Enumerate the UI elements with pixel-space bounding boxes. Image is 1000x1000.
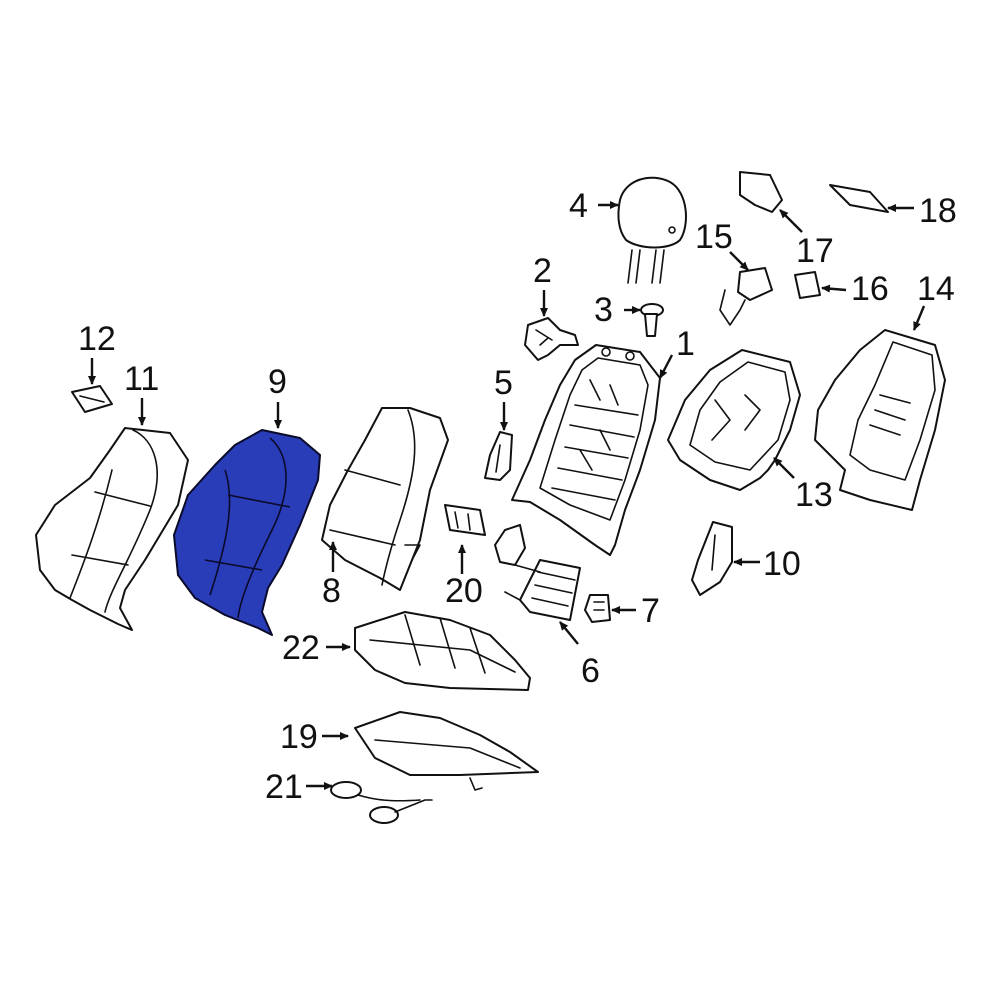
callout-17: 17	[796, 232, 834, 270]
part-22-seat-cushion[interactable]	[354, 611, 531, 691]
callout-arrows	[88, 201, 926, 790]
callout-13: 13	[795, 476, 833, 514]
callout-18: 18	[919, 192, 957, 230]
arrow-1	[658, 354, 674, 379]
callout-15: 15	[695, 218, 733, 256]
callout-10: 10	[763, 545, 801, 583]
part-5-side-trim[interactable]	[484, 431, 513, 481]
part-11-seat-back-cover[interactable]	[35, 427, 189, 631]
callout-1: 1	[676, 325, 695, 363]
callout-19: 19	[280, 718, 318, 756]
part-16-clip[interactable]	[794, 271, 821, 299]
part-15-switch[interactable]	[719, 267, 773, 326]
callout-12: 12	[78, 320, 116, 358]
part-21-harness[interactable]	[330, 781, 433, 824]
arrow-6	[559, 621, 579, 645]
part-20-pad[interactable]	[444, 504, 486, 536]
part-12-clip[interactable]	[71, 385, 113, 413]
part-17-trim-piece[interactable]	[739, 171, 783, 213]
arrow-16	[821, 284, 847, 293]
part-2-bracket[interactable]	[524, 317, 579, 361]
part-14-back-shell[interactable]	[814, 329, 946, 511]
part-10-side-cover[interactable]	[691, 521, 733, 596]
part-8-back-panel[interactable]	[321, 407, 449, 591]
callout-9: 9	[268, 363, 287, 401]
callout-16: 16	[851, 270, 889, 308]
part-13-rear-panel[interactable]	[667, 349, 801, 491]
arrow-17	[779, 209, 803, 233]
part-6-lumbar[interactable]	[494, 524, 581, 621]
callout-4: 4	[569, 187, 588, 225]
arrow-15	[729, 251, 749, 271]
part-3-bolt[interactable]	[640, 303, 664, 337]
callout-7: 7	[641, 592, 660, 630]
callout-22: 22	[282, 629, 320, 667]
callout-11: 11	[124, 360, 159, 398]
callout-20: 20	[445, 572, 483, 610]
callout-3: 3	[594, 291, 613, 329]
callout-6: 6	[581, 652, 600, 690]
part-1-seat-back-frame[interactable]	[511, 344, 661, 556]
arrow-13	[773, 457, 795, 479]
part-7-connector[interactable]	[584, 594, 611, 623]
callout-14: 14	[917, 270, 955, 308]
part-19-seat-pan[interactable]	[354, 711, 539, 791]
callout-5: 5	[494, 364, 513, 402]
part-18-strip[interactable]	[829, 184, 889, 213]
part-4-headrest[interactable]	[617, 176, 687, 284]
part-9-seat-back-pad[interactable]	[173, 429, 321, 636]
callout-2: 2	[533, 252, 552, 290]
arrow-14	[912, 305, 926, 331]
callout-21: 21	[265, 768, 303, 806]
callout-labels: 1 2 3 4 5 6 7 8 9 10 11 12 13 14 15 16 1…	[78, 187, 957, 806]
callout-8: 8	[322, 572, 341, 610]
